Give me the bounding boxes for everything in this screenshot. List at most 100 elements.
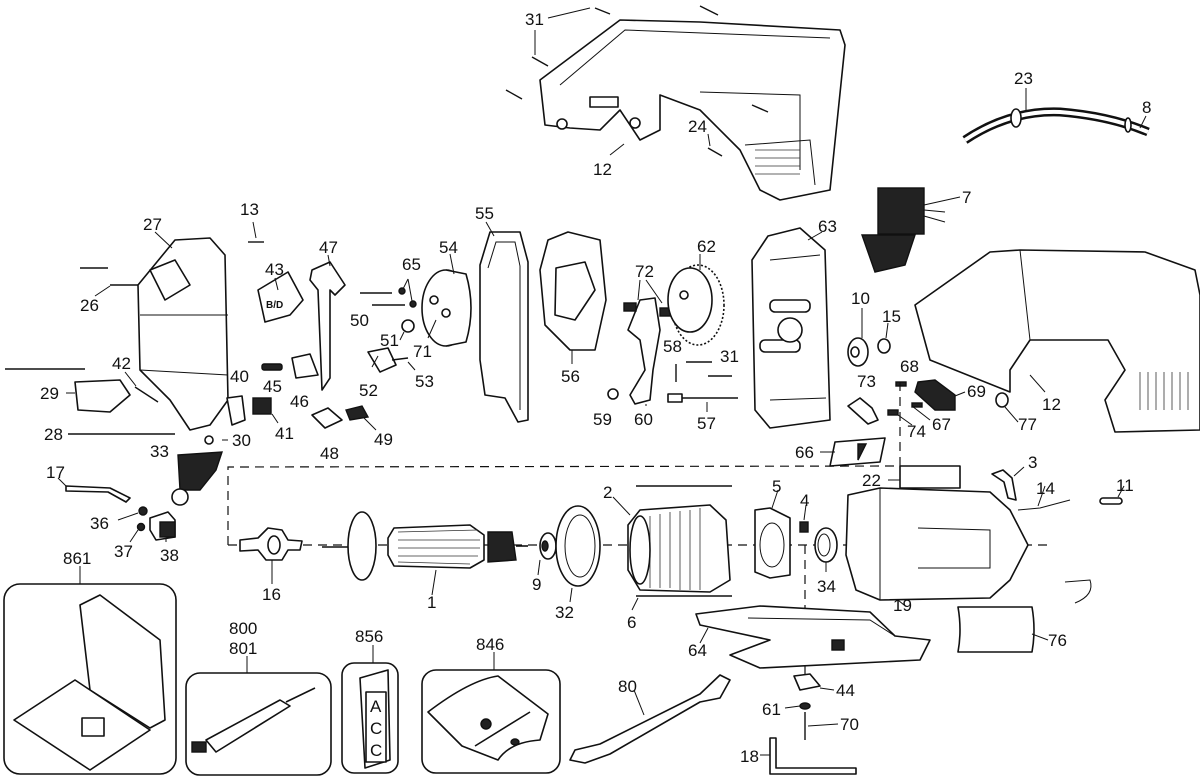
part-label-12b: 12 bbox=[1042, 395, 1061, 414]
motor-housing-19 bbox=[845, 465, 1029, 601]
part-label-48: 48 bbox=[320, 444, 339, 463]
part-label-7: 7 bbox=[962, 188, 971, 207]
fork-60-72 bbox=[623, 297, 673, 405]
part-label-59: 59 bbox=[593, 410, 612, 429]
label-66 bbox=[829, 437, 886, 467]
part-label-9: 9 bbox=[532, 575, 541, 594]
part-label-856: 856 bbox=[355, 627, 383, 646]
part-label-4: 4 bbox=[800, 491, 809, 510]
bearing-9 bbox=[539, 532, 557, 560]
part-label-846: 846 bbox=[476, 635, 504, 654]
part-label-33: 33 bbox=[150, 442, 169, 461]
wire-14 bbox=[1017, 499, 1071, 511]
part-label-17: 17 bbox=[46, 463, 65, 482]
gear-62 bbox=[667, 264, 725, 346]
part-label-31b: 31 bbox=[720, 347, 739, 366]
kit-856-letter-a: A bbox=[370, 697, 382, 716]
nameplate-43: B/D bbox=[257, 271, 304, 323]
part-label-801: 801 bbox=[229, 639, 257, 658]
part-label-12: 12 bbox=[593, 160, 612, 179]
part-label-22: 22 bbox=[862, 471, 881, 490]
kit-box-846 bbox=[421, 669, 561, 774]
part-label-861: 861 bbox=[63, 549, 91, 568]
gear-case-cover bbox=[137, 237, 229, 431]
housing-half-right bbox=[914, 249, 1200, 433]
brush-38 bbox=[149, 511, 176, 541]
part-label-52: 52 bbox=[359, 381, 378, 400]
kit-box-861 bbox=[3, 583, 177, 775]
gasket-55 bbox=[479, 231, 529, 423]
part-label-23: 23 bbox=[1014, 69, 1033, 88]
baffle-32 bbox=[555, 505, 601, 587]
part-label-43: 43 bbox=[265, 260, 284, 279]
switch bbox=[861, 187, 946, 273]
part-label-70: 70 bbox=[840, 715, 859, 734]
housing-half-top bbox=[539, 19, 846, 201]
part-label-31: 31 bbox=[525, 10, 544, 29]
part-label-68: 68 bbox=[900, 357, 919, 376]
part-label-5: 5 bbox=[772, 477, 781, 496]
part-label-10: 10 bbox=[851, 289, 870, 308]
part-label-34: 34 bbox=[817, 577, 836, 596]
plate-56 bbox=[539, 231, 607, 351]
field-2 bbox=[627, 504, 731, 593]
armature-1 bbox=[322, 511, 528, 581]
lever-47 bbox=[309, 261, 346, 391]
alignment-line bbox=[227, 380, 901, 545]
part-label-66: 66 bbox=[795, 443, 814, 462]
bushing-34 bbox=[814, 527, 838, 563]
power-cord bbox=[962, 107, 1150, 144]
part-label-71: 71 bbox=[413, 342, 432, 361]
part-label-65: 65 bbox=[402, 255, 421, 274]
svg-text:B/D: B/D bbox=[266, 300, 283, 311]
part-label-38: 38 bbox=[160, 546, 179, 565]
part-label-32: 32 bbox=[555, 603, 574, 622]
part-label-50: 50 bbox=[350, 311, 369, 330]
part-label-19: 19 bbox=[893, 596, 912, 615]
part-label-16: 16 bbox=[262, 585, 281, 604]
part-label-36: 36 bbox=[90, 514, 109, 533]
part-label-6: 6 bbox=[627, 613, 636, 632]
part-label-40: 40 bbox=[230, 367, 249, 386]
wrench-80 bbox=[569, 674, 731, 764]
brush-holder-5 bbox=[754, 507, 791, 579]
part-labels: 31 12 24 23 8 7 13 27 26 43 47 65 54 55 … bbox=[40, 10, 1151, 766]
kit-856-letter-c2: C bbox=[370, 741, 382, 760]
part-label-30: 30 bbox=[232, 431, 251, 450]
guide-bracket-33 bbox=[171, 435, 223, 506]
kit-box-856: A C C bbox=[341, 662, 399, 774]
rod-17 bbox=[65, 485, 131, 503]
part-label-27: 27 bbox=[143, 215, 162, 234]
part-label-60: 60 bbox=[634, 410, 653, 429]
part-label-8: 8 bbox=[1142, 98, 1151, 117]
part-label-15: 15 bbox=[882, 307, 901, 326]
part-label-77: 77 bbox=[1018, 415, 1037, 434]
hex-key-18 bbox=[769, 737, 857, 775]
part-label-41: 41 bbox=[275, 424, 294, 443]
part-label-53: 53 bbox=[415, 372, 434, 391]
part-label-47: 47 bbox=[319, 238, 338, 257]
part-label-76: 76 bbox=[1048, 631, 1067, 650]
part-label-73: 73 bbox=[857, 372, 876, 391]
part-label-57: 57 bbox=[697, 414, 716, 433]
part-label-26: 26 bbox=[80, 296, 99, 315]
part-label-63: 63 bbox=[818, 217, 837, 236]
part-label-11: 11 bbox=[1116, 476, 1134, 495]
kit-856-letter-c1: C bbox=[370, 719, 382, 738]
gear-housing-63 bbox=[751, 227, 831, 429]
brush-holder-16 bbox=[239, 527, 303, 561]
part-label-24: 24 bbox=[688, 117, 707, 136]
part-label-44: 44 bbox=[836, 681, 855, 700]
part-label-2: 2 bbox=[603, 483, 612, 502]
part-label-28: 28 bbox=[44, 425, 63, 444]
part-label-45: 45 bbox=[263, 377, 282, 396]
part-label-13: 13 bbox=[240, 200, 259, 219]
part-label-49: 49 bbox=[374, 430, 393, 449]
kit-box-800-801 bbox=[185, 672, 332, 776]
screw-group-31-top bbox=[505, 5, 769, 157]
part-label-67: 67 bbox=[932, 415, 951, 434]
part-label-51: 51 bbox=[380, 331, 399, 350]
part-label-3: 3 bbox=[1028, 453, 1037, 472]
sleeve-76 bbox=[957, 606, 1035, 653]
